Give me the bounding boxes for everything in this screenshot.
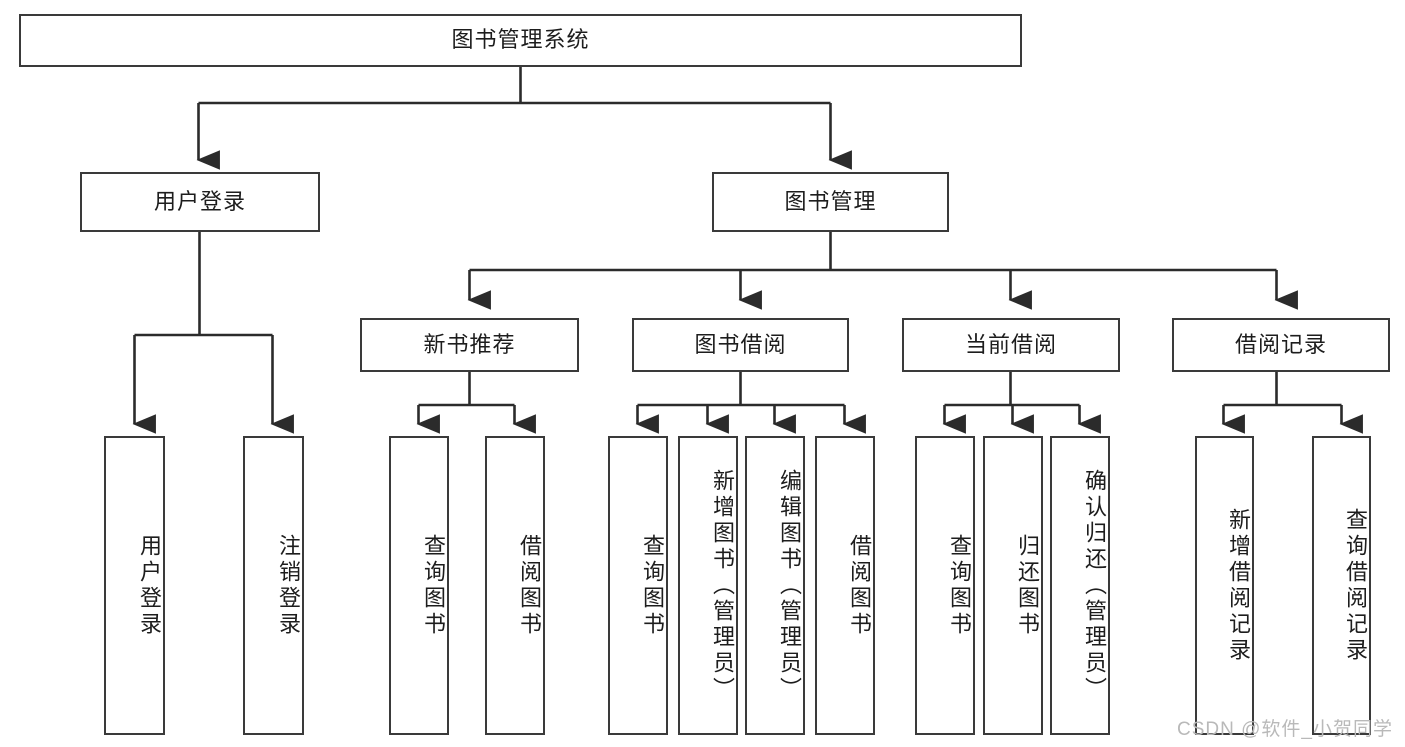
node-user-login[interactable]: 用户登录 — [80, 172, 320, 232]
node-label: 注销登录 — [276, 533, 301, 638]
leaf-recommend-borrow-book[interactable]: 借阅图书 — [485, 436, 545, 735]
node-label: 当前借阅 — [964, 331, 1057, 357]
node-label: 查询图书 — [640, 533, 665, 638]
node-label: 新增图书（管理员） — [710, 468, 735, 703]
watermark-text: CSDN @软件_小贺同学 — [1177, 719, 1393, 740]
node-new-book-recommend[interactable]: 新书推荐 — [360, 318, 579, 372]
leaf-borrow-query-book[interactable]: 查询图书 — [608, 436, 668, 735]
node-root-system[interactable]: 图书管理系统 — [19, 14, 1022, 67]
node-label: 新增借阅记录 — [1226, 507, 1251, 664]
node-book-borrow[interactable]: 图书借阅 — [632, 318, 849, 372]
leaf-borrow-edit-book-admin[interactable]: 编辑图书（管理员） — [745, 436, 805, 735]
node-label: 借阅图书 — [517, 533, 542, 638]
node-current-borrow[interactable]: 当前借阅 — [902, 318, 1120, 372]
node-label: 图书管理 — [784, 188, 877, 214]
node-label: 查询借阅记录 — [1343, 507, 1368, 664]
leaf-record-query-borrow-record[interactable]: 查询借阅记录 — [1312, 436, 1371, 735]
leaf-borrow-borrow-book[interactable]: 借阅图书 — [815, 436, 875, 735]
node-label: 用户登录 — [137, 533, 162, 638]
leaf-user-logout[interactable]: 注销登录 — [243, 436, 304, 735]
node-label: 确认归还（管理员） — [1082, 468, 1107, 703]
node-label: 查询图书 — [947, 533, 972, 638]
node-label: 借阅记录 — [1234, 331, 1327, 357]
leaf-current-return-book[interactable]: 归还图书 — [983, 436, 1043, 735]
node-label: 图书管理系统 — [451, 27, 590, 53]
node-book-management[interactable]: 图书管理 — [712, 172, 949, 232]
node-label: 新书推荐 — [423, 331, 516, 357]
node-label: 查询图书 — [421, 533, 446, 638]
leaf-borrow-add-book-admin[interactable]: 新增图书（管理员） — [678, 436, 738, 735]
leaf-record-add-borrow-record[interactable]: 新增借阅记录 — [1195, 436, 1254, 735]
node-borrow-record[interactable]: 借阅记录 — [1172, 318, 1390, 372]
node-label: 用户登录 — [153, 188, 246, 214]
leaf-current-confirm-return-admin[interactable]: 确认归还（管理员） — [1050, 436, 1110, 735]
node-label: 图书借阅 — [694, 331, 787, 357]
node-label: 编辑图书（管理员） — [777, 468, 802, 703]
leaf-recommend-query-book[interactable]: 查询图书 — [389, 436, 449, 735]
leaf-current-query-book[interactable]: 查询图书 — [915, 436, 975, 735]
node-label: 归还图书 — [1015, 533, 1040, 638]
node-label: 借阅图书 — [847, 533, 872, 638]
leaf-user-login[interactable]: 用户登录 — [104, 436, 165, 735]
